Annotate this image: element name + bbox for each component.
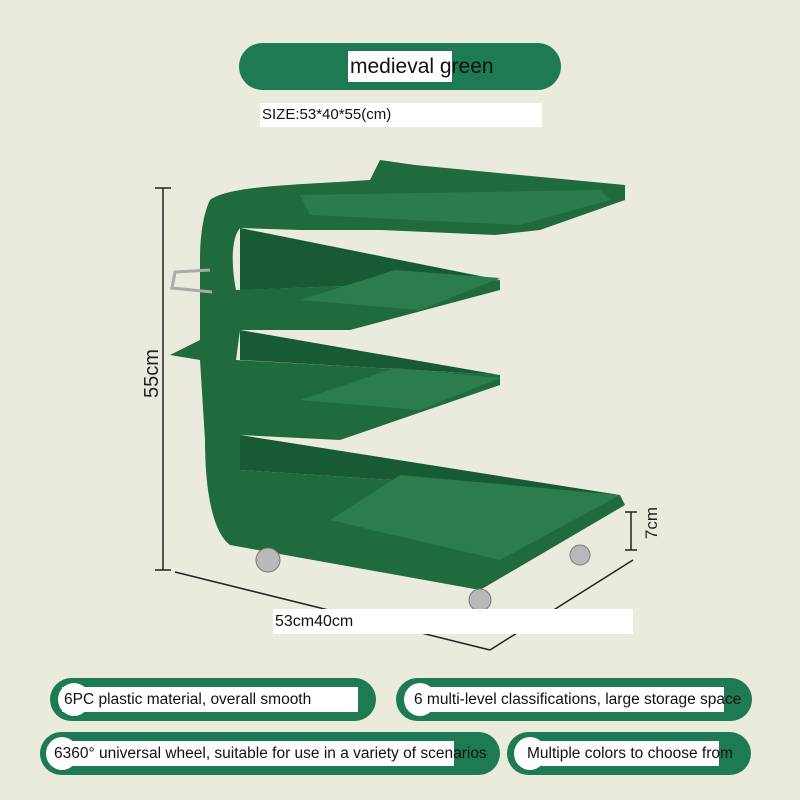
height-dimension-label: 55cm	[140, 349, 163, 398]
handle-bar	[170, 268, 213, 294]
caster-wheels	[255, 544, 591, 612]
feature-text-3: 6360° universal wheel, suitable for use …	[52, 741, 487, 766]
feature-text-2: 6 multi-level classifications, large sto…	[412, 687, 741, 712]
trolley-cart	[170, 160, 625, 590]
feature-text-1: 6PC plastic material, overall smooth	[62, 687, 358, 712]
wheel-height-label: 7cm	[642, 506, 662, 540]
feature-text-4: Multiple colors to choose from	[525, 741, 733, 766]
dimension-lines	[155, 187, 637, 651]
size-label: SIZE:53*40*55(cm)	[260, 103, 542, 127]
width-depth-label: 53cm40cm	[273, 609, 633, 634]
